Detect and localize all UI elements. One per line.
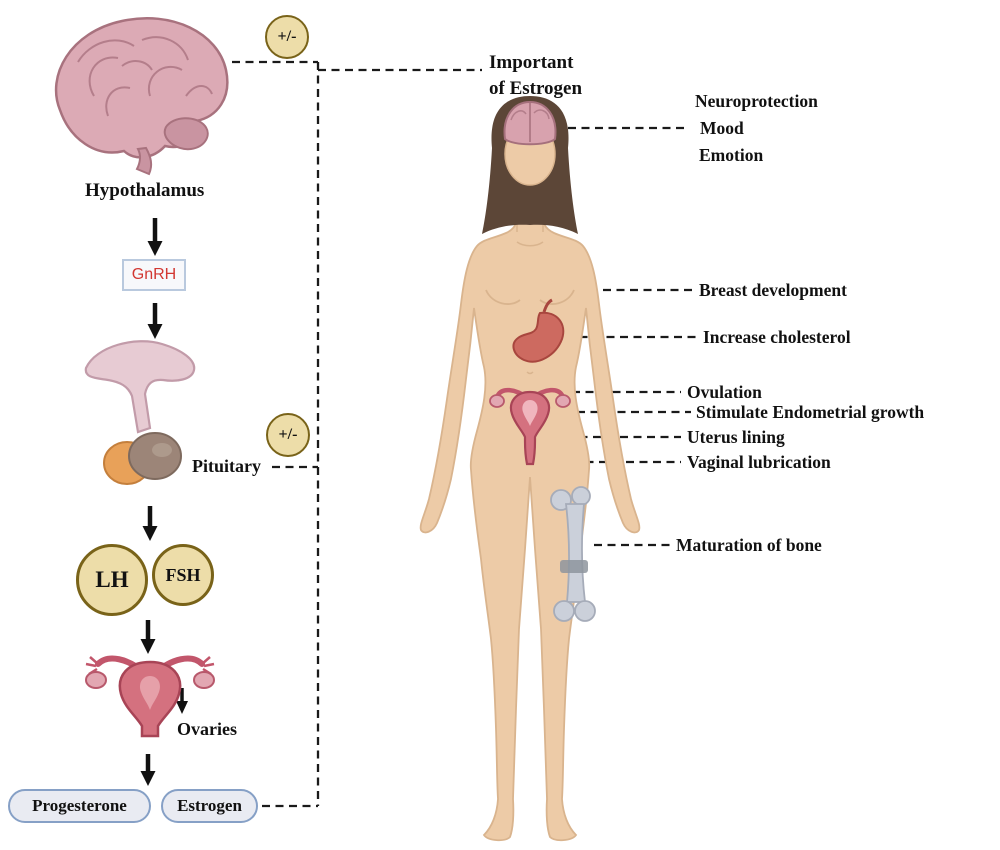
feedback-dashed-lines xyxy=(232,60,482,808)
feedback-plus-minus-top: +/- xyxy=(265,15,309,59)
hypothalamus-label: Hypothalamus xyxy=(85,180,205,201)
gnrh-box: GnRH xyxy=(122,259,186,291)
label-endometrial-growth: Stimulate Endometrial growth xyxy=(696,402,925,422)
label-ovulation: Ovulation xyxy=(687,382,762,402)
progesterone-pill: Progesterone xyxy=(8,789,151,823)
feedback-plus-minus-pituitary: +/- xyxy=(266,413,310,457)
right-panel-title-line1: Important xyxy=(489,52,574,73)
navel xyxy=(526,371,534,375)
label-vaginal-lubrication: Vaginal lubrication xyxy=(687,452,831,472)
uterus-ovaries-illustration xyxy=(85,655,215,738)
label-neuroprotection: Neuroprotection xyxy=(695,91,818,111)
body-uterus-illustration xyxy=(489,387,571,466)
estrogen-pill: Estrogen xyxy=(161,789,258,823)
female-figure xyxy=(419,96,641,842)
femur-bone-illustration xyxy=(550,486,596,622)
ovaries-label: Ovaries xyxy=(177,719,237,739)
right-panel-title-line2: of Estrogen xyxy=(489,78,583,99)
body-silhouette xyxy=(419,209,641,842)
head-brain-illustration xyxy=(503,100,557,146)
label-uterus-lining: Uterus lining xyxy=(687,427,785,447)
right-panel-title: Important of Estrogen xyxy=(489,50,582,102)
label-maturation-of-bone: Maturation of bone xyxy=(676,535,822,555)
pituitary-illustration xyxy=(84,340,196,485)
label-emotion: Emotion xyxy=(699,145,764,165)
label-increase-cholesterol: Increase cholesterol xyxy=(703,327,851,347)
fsh-circle: FSH xyxy=(152,544,214,606)
collarbone-line xyxy=(516,241,544,247)
stomach-illustration xyxy=(512,298,565,363)
brain-illustration xyxy=(54,16,229,176)
pituitary-label: Pituitary xyxy=(192,456,261,476)
breast-contours xyxy=(485,289,575,305)
lh-circle: LH xyxy=(76,544,148,616)
label-breast-development: Breast development xyxy=(699,280,847,300)
brain-gyri-lines xyxy=(77,36,213,117)
flow-arrows xyxy=(140,218,188,786)
label-mood: Mood xyxy=(700,118,744,138)
